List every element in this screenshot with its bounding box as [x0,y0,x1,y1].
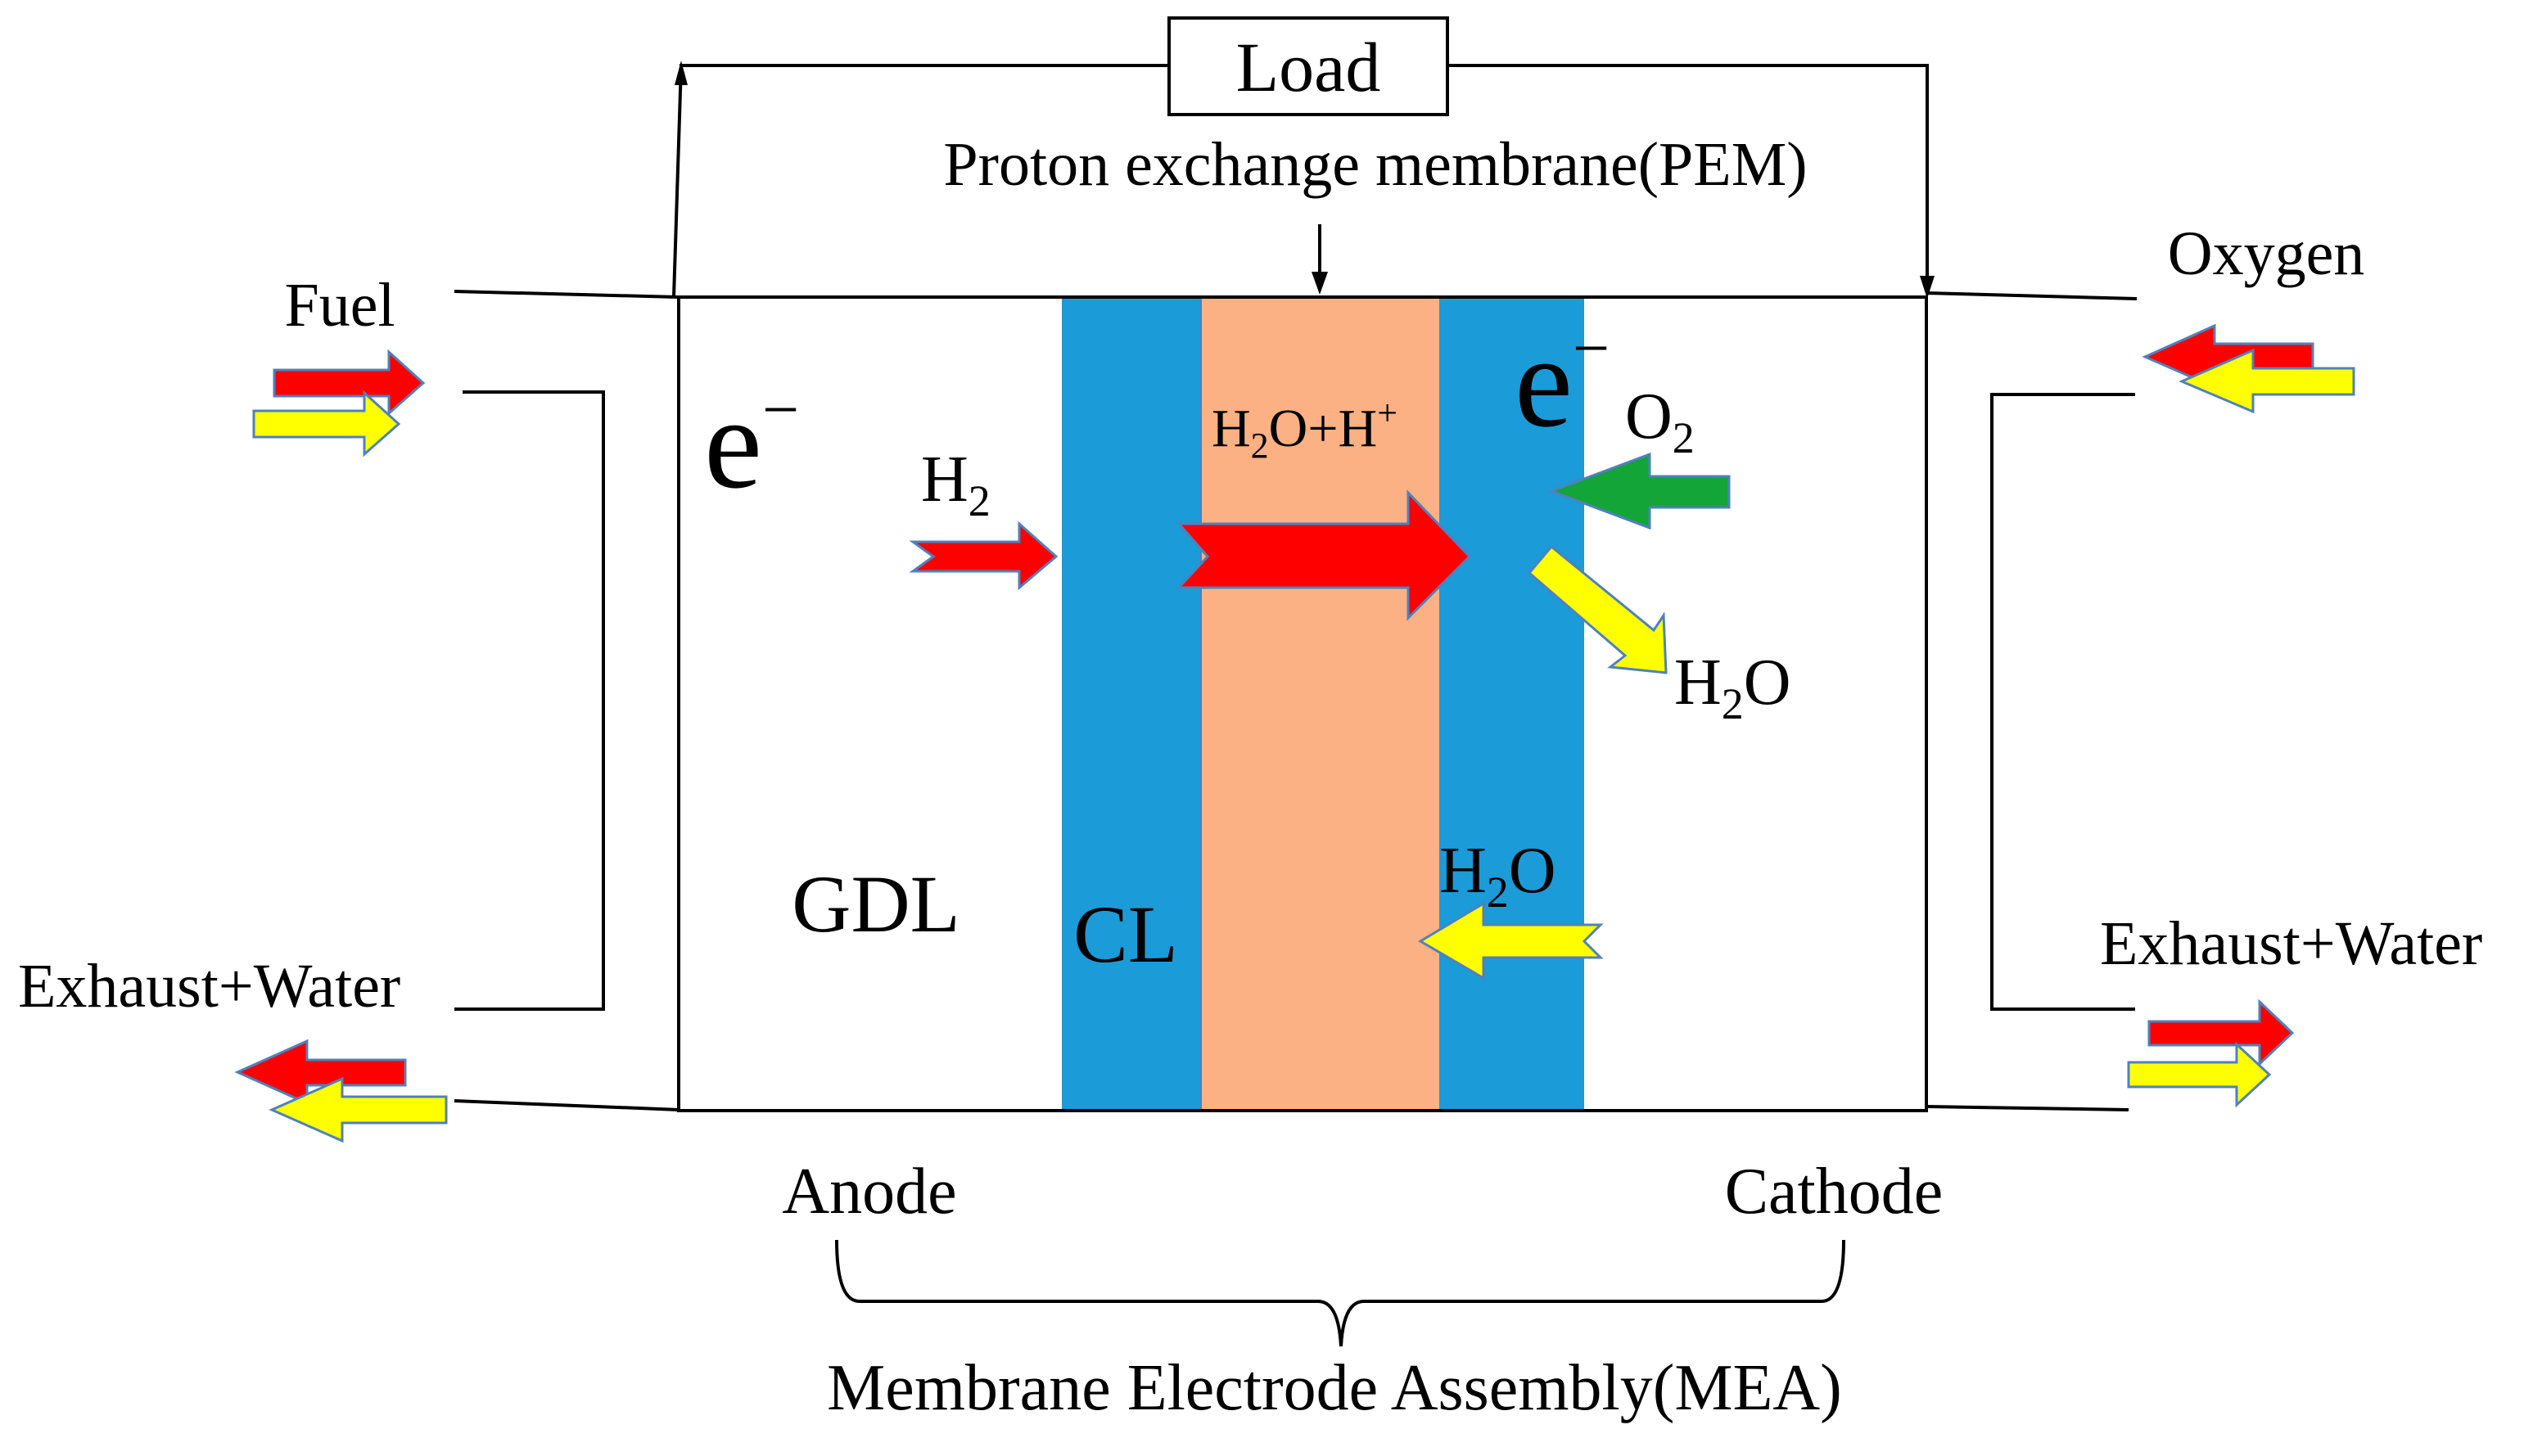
hydrogen-flow-arrow-icon [273,349,426,417]
load-label: Load [1236,28,1381,106]
hydrogen-label: H2 [921,444,991,525]
mea-label: Membrane Electrode Assembly(MEA) [827,1352,1842,1424]
anode-catalyst-layer [1062,297,1201,1111]
anode-outlet-bottom-line [454,1099,680,1111]
anode-channel-line [454,390,605,1011]
water-flow-arrow-icon [252,390,401,458]
water-flow-arrow-icon [269,1076,448,1143]
hydrogen-flow-arrow-icon [2147,998,2295,1067]
external-circuit-right-wire [1447,64,1929,286]
fuel-label: Fuel [284,271,395,340]
cathode-channel-line [1990,393,2135,1011]
exhaust-water-left-label: Exhaust+Water [18,952,400,1021]
oxygen-flow-arrow-icon [1547,452,1731,530]
exhaust-water-right-label: Exhaust+Water [2100,909,2482,978]
water-product-label: H2O [1674,647,1791,728]
circuit-up-arrowhead [675,61,688,85]
cathode-label: Cathode [1725,1156,1944,1228]
mea-brace [835,1239,1845,1347]
water-flow-arrow-icon [2179,348,2355,414]
fuel-cell-box [677,295,1928,1112]
hydrogen-flow-arrow-icon [234,1039,407,1106]
cathode-outlet-bottom-line [1926,1105,2129,1111]
oxygen-label: Oxygen [2168,219,2365,288]
circuit-down-arrowhead [1920,276,1935,299]
water-flow-arrow-icon [1527,544,1668,674]
proton-transport-label: H2O+H+ [1212,393,1397,466]
cathode-inlet-top-line [1926,291,2138,300]
water-back-diffusion-label: H2O [1439,835,1556,917]
proton-exchange-membrane [1200,296,1441,1111]
cl-label: CL [1073,889,1178,980]
water-flow-arrow-icon [2127,1041,2272,1108]
electron-label-cathode: e− [1515,309,1610,454]
electron-label-anode: e− [704,370,799,516]
anode-inlet-top-line [454,290,680,299]
pem-pointer-arrowhead [1312,272,1328,295]
load-box [1167,16,1449,116]
pem-label: Proton exchange membrane(PEM) [943,130,1807,199]
hydrogen-flow-arrow-icon [909,521,1059,591]
oxygen-molecule-label: O2 [1625,381,1695,462]
anode-label: Anode [782,1156,956,1228]
gdl-label: GDL [792,859,960,949]
water-flow-arrow-icon [1418,901,1604,980]
cathode-catalyst-layer [1440,297,1584,1111]
proton-flow-arrow-icon [1176,489,1472,621]
